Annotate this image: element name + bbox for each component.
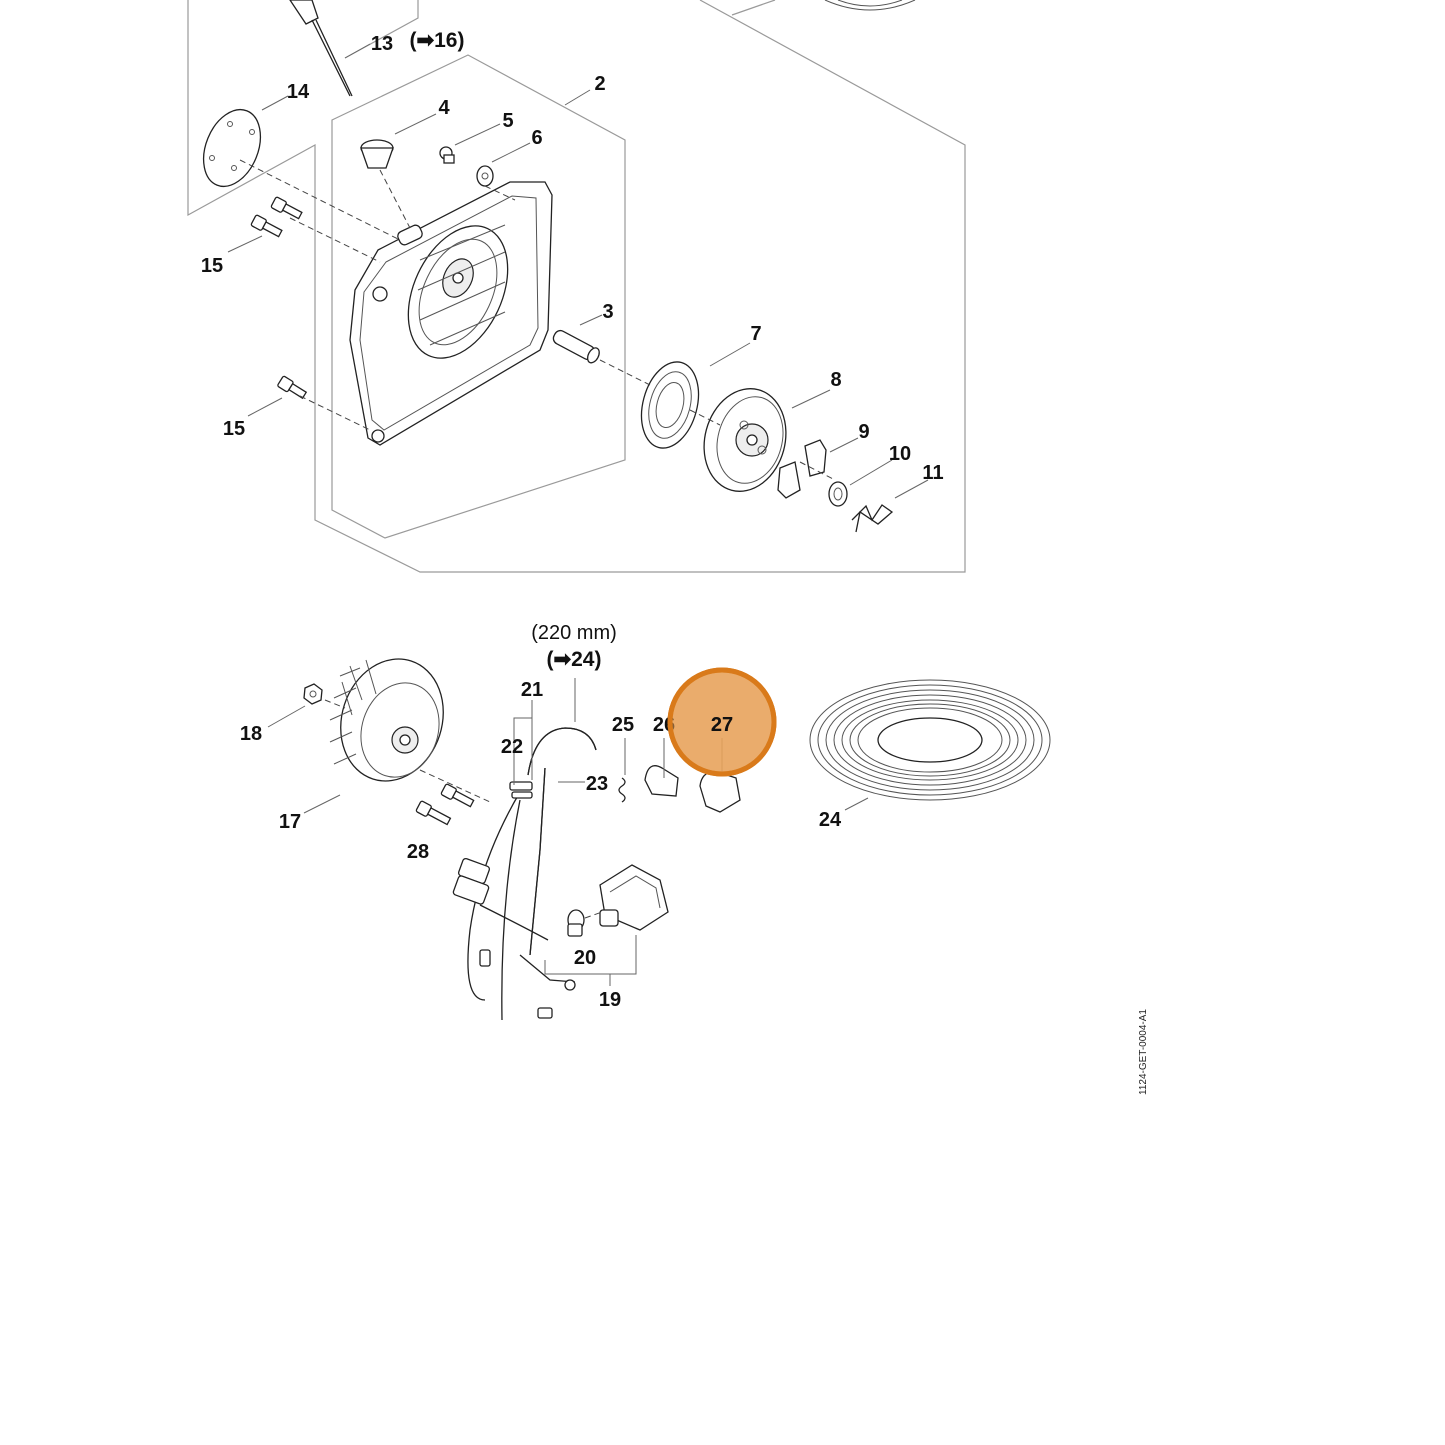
callout-20: 20 <box>574 947 596 969</box>
part-28-screws <box>415 783 475 826</box>
callout-6: 6 <box>531 127 542 149</box>
callout-18: 18 <box>240 723 262 745</box>
callout-2: 2 <box>594 73 605 95</box>
part-18-nut <box>303 683 323 705</box>
part-14-disc <box>202 109 262 187</box>
callout-23: 23 <box>586 773 608 795</box>
part-20-screw <box>567 909 585 937</box>
callout-5: 5 <box>502 110 513 132</box>
callout-7: 7 <box>750 323 761 345</box>
callout-28: 28 <box>407 841 429 863</box>
part-7-spring <box>640 361 700 449</box>
callout-17: 17 <box>279 811 301 833</box>
ref-note-24: (➡24) <box>547 648 602 671</box>
part-21-ignition-lead <box>527 727 597 956</box>
callout-labels: 2 3 4 5 6 7 8 9 10 11 13 14 15 15 17 18 … <box>201 33 944 1011</box>
part-4-grommet <box>360 139 394 169</box>
document-id: 1124-GET-0004-A1 <box>1138 1009 1149 1095</box>
part-15-screws <box>250 196 308 400</box>
leader-lines-lower <box>267 678 869 986</box>
part-3-pin <box>552 329 600 364</box>
callout-15-bottom: 15 <box>223 418 245 440</box>
part-27-spark-plug-boot <box>699 771 741 813</box>
assembly-axes-upper <box>239 159 836 481</box>
assembly-axes-lower <box>324 699 603 919</box>
callout-10: 10 <box>889 443 911 465</box>
part-26-boot <box>644 765 679 797</box>
reference-notes: (➡16) (220 mm) (➡24) <box>410 29 617 671</box>
callout-8: 8 <box>830 369 841 391</box>
part-8-rotor <box>703 388 787 492</box>
part-10-washer <box>828 481 848 507</box>
callout-9: 9 <box>858 421 869 443</box>
callout-15-top: 15 <box>201 255 223 277</box>
part-6-washer <box>476 165 494 187</box>
callout-21: 21 <box>521 679 543 701</box>
part-9-pawl <box>777 439 827 499</box>
part-24-cable-coil <box>809 679 1051 801</box>
callout-4: 4 <box>438 97 450 119</box>
callout-26: 26 <box>653 714 675 736</box>
callout-24: 24 <box>819 809 842 831</box>
callout-14: 14 <box>287 81 310 103</box>
callout-3: 3 <box>602 301 613 323</box>
callout-19: 19 <box>599 989 621 1011</box>
part-5-screw <box>439 146 455 164</box>
callout-13: 13 <box>371 33 393 55</box>
callout-25: 25 <box>612 714 634 736</box>
part-25-spring <box>618 777 626 803</box>
part-19-ignition-module <box>599 864 669 931</box>
callout-27-overlay: 27 <box>711 714 733 736</box>
part-23-clamp <box>509 781 533 799</box>
part-13-rod <box>289 0 353 97</box>
cropped-part-top <box>824 0 916 11</box>
ref-note-16: (➡16) <box>410 29 465 52</box>
callout-11: 11 <box>922 462 943 484</box>
callout-22: 22 <box>501 736 523 758</box>
length-note: (220 mm) <box>531 622 617 644</box>
part-17-flywheel <box>329 658 444 782</box>
part-2-starter-housing <box>349 181 553 446</box>
part-11-spring-clip <box>851 504 894 533</box>
leader-lines-upper <box>227 43 929 499</box>
part-22-wire-harness <box>452 791 576 1021</box>
